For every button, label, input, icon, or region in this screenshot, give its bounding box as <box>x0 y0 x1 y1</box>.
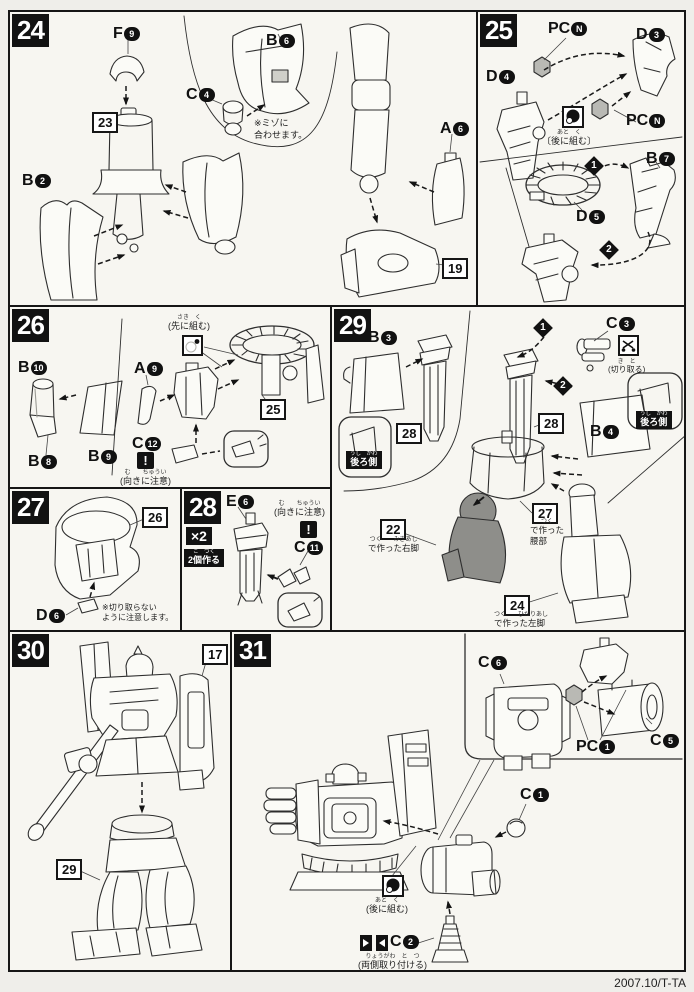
ref-unit-27: 27 <box>532 503 559 524</box>
ref-unit-25: 25 <box>260 399 287 420</box>
note-attach-both-sides: りょうがわ と つ (両側取り付ける) <box>358 954 427 970</box>
ref-unit-28-left: 28 <box>396 423 423 444</box>
step-number-27: 27 <box>12 491 49 524</box>
panel-27-illustration <box>54 496 145 616</box>
make-two-badge: こ つく 2個作る <box>184 549 225 568</box>
x2-quantity-box: ×2 <box>186 527 212 545</box>
panel-28-illustration <box>233 506 323 628</box>
note-assemble-later: あと く (後に組む) <box>366 898 408 914</box>
label-right-leg-made-in-22: つく みぎあし で作った右脚 <box>368 537 420 553</box>
polycap-assemble-later-icon <box>382 875 404 897</box>
ref-unit-22: 22 <box>380 519 407 540</box>
ref-unit-26: 26 <box>142 507 169 528</box>
panel-29-illustration <box>338 310 684 624</box>
step-number-25: 25 <box>480 14 517 47</box>
step-number-24: 24 <box>12 14 49 47</box>
ref-unit-28-center: 28 <box>538 413 565 434</box>
step-number-28: 28 <box>184 491 221 524</box>
nipper-cut-icon <box>618 335 639 356</box>
label-left-leg-made-in-24: つく ひだりあし で作った左脚 <box>494 612 549 628</box>
note-orientation-caution: む ちゅうい (向きに注意) <box>120 470 171 486</box>
step-number-30: 30 <box>12 634 49 667</box>
ref-unit-24: 24 <box>504 595 531 616</box>
note-assemble-later: あと く 〔後に組む〕 <box>542 130 597 146</box>
ref-unit-29: 29 <box>56 859 83 880</box>
panel-24-illustration <box>39 15 465 301</box>
note-orientation-caution: む ちゅうい (向きに注意) <box>274 501 325 517</box>
ref-unit-17: 17 <box>202 644 229 665</box>
caution-icon: ! <box>137 452 154 469</box>
polycap-assemble-later-icon <box>562 106 584 128</box>
revision-date-text: 2007.10/T-TA <box>614 976 686 990</box>
note-assemble-first: さき く (先に組む) <box>168 315 210 331</box>
step-number-31: 31 <box>234 634 271 667</box>
polycap-assemble-first-icon <box>182 335 203 356</box>
attach-both-sides-icon <box>360 935 388 951</box>
rear-side-badge-left: うし がわ 後ろ側 <box>346 451 382 470</box>
panel-30-illustration <box>27 641 215 961</box>
panel-31-illustration <box>263 633 683 963</box>
label-waist-made-in-27: つく で作った 腰部 <box>530 519 565 547</box>
note-do-not-cut: ※切り取らない ように注意します。 <box>102 603 174 623</box>
arrow-left-icon <box>376 935 388 951</box>
ref-unit-23: 23 <box>92 112 119 133</box>
panel-25-illustration <box>479 33 683 303</box>
step-number-29: 29 <box>334 309 371 342</box>
ref-unit-19: 19 <box>442 258 469 279</box>
rear-side-badge-right: うし がわ 後ろ側 <box>636 411 672 430</box>
note-cut-off: き と (切り取る) <box>608 359 646 374</box>
step-number-26: 26 <box>12 309 49 342</box>
panel-step-30: 30 17 29 <box>8 630 232 972</box>
caution-icon: ! <box>300 521 317 538</box>
arrow-right-icon <box>360 935 372 951</box>
note-align-groove: ※ミゾに 合わせます。 <box>254 118 308 140</box>
panel-26-illustration <box>29 318 325 476</box>
